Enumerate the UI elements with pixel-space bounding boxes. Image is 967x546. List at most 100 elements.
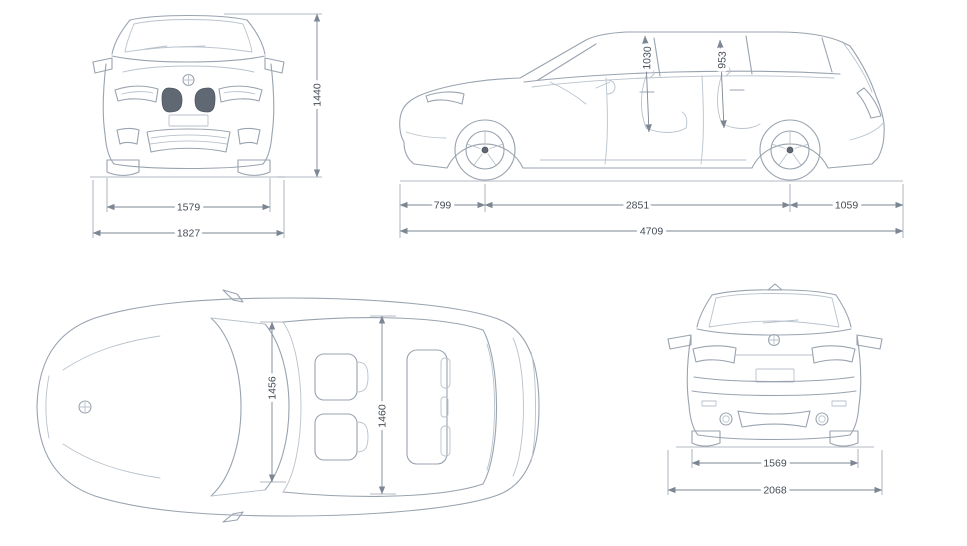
top-front-bumper-seam [45,375,50,439]
rear-window [708,293,840,328]
side-tailgate-glass-line [843,43,873,93]
side-rear-tire [759,119,821,181]
front-roof-line [129,14,248,21]
dim-top-rear-interior-width: 1460 [370,315,396,495]
rear-exhaust-left [719,412,733,426]
side-front-hub [481,146,489,154]
dim-front-height: 1440 [224,13,327,178]
rear-view-drawing [667,283,883,447]
side-b-pillar [653,37,661,77]
front-bumper-bottom [113,163,264,170]
top-rear-headrest-right [440,425,451,457]
side-rear-bumper-crease [849,121,885,141]
side-door-handles [639,89,745,93]
front-mirrors [92,57,285,74]
dim-side-front-headroom: 1030 [638,35,657,133]
front-windshield [124,19,253,53]
front-kidney-grille [161,87,216,113]
dim-label-front-overhang: 799 [434,200,452,212]
side-dashboard-line [549,81,587,105]
dim-top-front-interior-width: 1456 [260,321,286,483]
front-headlight-inner [121,91,256,95]
rear-antenna-fin [767,283,783,291]
dim-side-wheelbase: 2851 [484,184,791,215]
top-roof-side-edges [282,317,484,497]
side-front-door-cut [604,77,608,165]
front-roundel-cross [182,74,195,86]
rear-bumper-bottom [697,434,851,441]
side-rear-rim [770,130,810,170]
rear-license-plate [755,368,795,383]
side-rear-spokes [772,131,808,166]
rear-exhaust-right-inner [818,415,826,423]
top-front-seat-right-headrest [356,421,369,453]
front-a-pillars [111,19,266,55]
rear-body-sides [686,334,862,436]
front-tires [106,159,271,176]
top-mirrors [222,289,244,523]
dim-side-rear-headroom: 953 [713,39,732,129]
top-rear-bench [406,349,448,465]
rear-wiper [762,319,799,324]
top-cargo-line [486,343,495,471]
rear-tires [691,430,859,447]
dim-label-rear-width-mirrors: 2068 [763,485,787,497]
dim-label-rear-track: 1569 [763,458,787,470]
front-headlights [114,85,263,103]
side-window-sill [531,75,835,88]
top-hood-creases [62,335,161,479]
top-rear-headrest-middle [440,396,449,418]
side-headlight [425,91,465,105]
side-rear-door-cut [700,75,704,165]
top-rear-window-front-edge [482,329,497,485]
top-a-pillars [210,317,266,497]
top-tail-edge [530,351,536,463]
top-rear-headrest-left [440,357,451,389]
rear-pillars [696,294,852,328]
rear-reflectors [701,400,847,407]
top-body-outline [36,297,540,517]
front-license-plate [168,114,209,127]
rear-roundel-cross [768,334,780,346]
dim-label-rear-headroom: 953 [716,51,729,69]
front-side-vents [116,127,261,145]
side-steering-wheel [595,79,616,95]
top-rear-glass-edge [512,337,524,477]
dim-label-rear-interior-width: 1460 [377,404,389,428]
dim-label-front-track: 1579 [177,202,201,214]
dim-label-front-width: 1827 [177,228,201,240]
side-c-pillar [745,35,753,75]
rear-exhaust-left-inner [722,415,730,423]
side-front-spokes [467,131,503,166]
dim-side-length: 4709 [399,222,904,241]
front-wipers [144,45,206,50]
front-view-drawing [92,14,285,176]
dim-rear-width-mirrors: 2068 [667,450,883,500]
dim-rear-track: 1569 [691,449,859,473]
top-windshield-front-edge [210,317,242,497]
dim-label-rear-overhang: 1059 [835,200,859,212]
dim-side-rear-overhang: 1059 [789,184,904,238]
rear-bumper-top [691,390,857,397]
side-taillight [856,87,882,119]
top-front-seat-left [314,353,358,401]
top-roundel-cross [78,400,92,414]
top-front-seat-left-headrest [356,361,369,393]
dim-front-width: 1827 [92,180,285,243]
dim-label-front-height: 1440 [312,83,324,107]
side-front-tire [454,119,516,181]
rear-taillights [692,345,856,364]
top-windshield-base [264,323,290,491]
front-shoulder-line [111,55,266,63]
front-body-sides [102,63,275,165]
side-front-bumper-crease [405,131,447,139]
rear-roof-line [711,289,837,296]
side-rear-hub [786,146,794,154]
top-roof-front-edge [282,321,302,493]
front-intake-slats [149,134,228,145]
dim-label-overall-length: 4709 [640,226,664,238]
rear-exhaust-right [815,412,829,426]
dim-side-front-overhang: 799 [399,184,486,238]
